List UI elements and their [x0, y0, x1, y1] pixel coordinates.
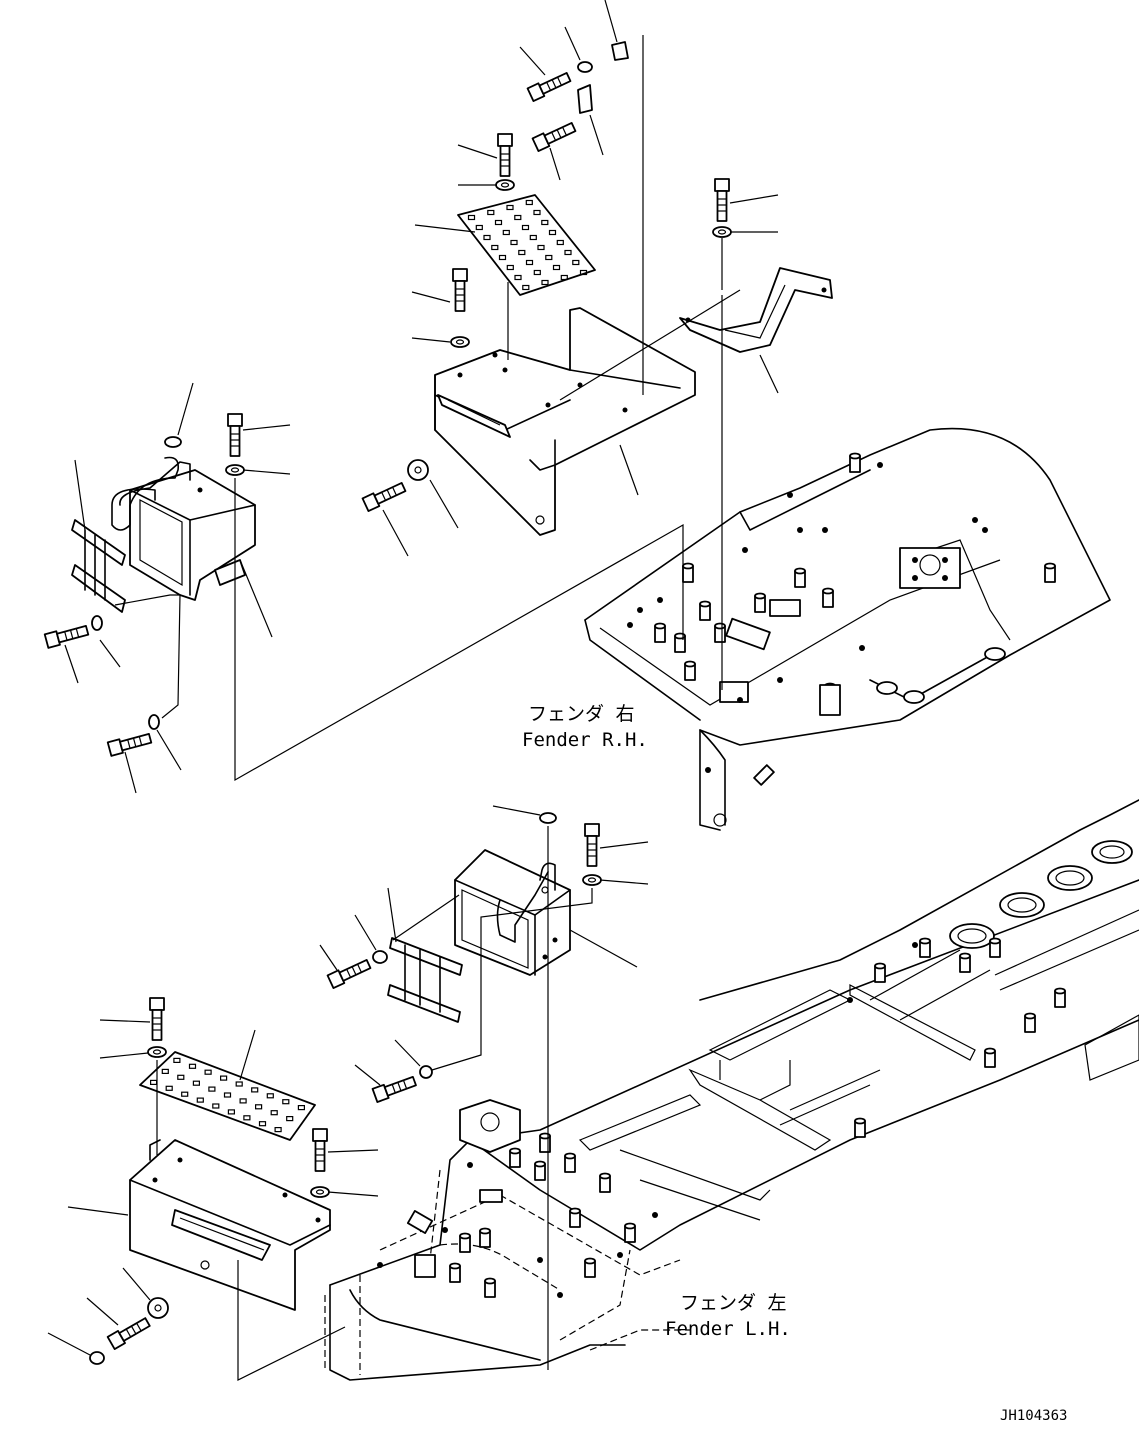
fender-rh-label-jp: フェンダ 右: [528, 703, 634, 725]
fender-lh-label-jp: フェンダ 左: [680, 1292, 786, 1314]
plate-perforation: [552, 264, 561, 271]
plate-perforation: [521, 224, 530, 231]
plate-perforation: [467, 214, 476, 221]
plate-perforation: [223, 1092, 232, 1098]
plate-perforation: [243, 1115, 251, 1121]
rh-leader-lines: [64, 0, 779, 794]
step-plate-rh: [457, 194, 596, 296]
plate-perforation: [173, 1057, 181, 1064]
handrail-box-rh: [111, 456, 256, 601]
plate-perforation: [491, 244, 499, 251]
plate-perforation: [545, 254, 553, 261]
plate-perforation: [266, 1093, 274, 1099]
plate-perforation: [475, 224, 483, 231]
step-bracket-lh: [387, 937, 463, 1023]
plate-perforation: [541, 219, 549, 226]
plate-perforation: [572, 259, 580, 266]
fender-rh-frame: [584, 427, 1111, 831]
plate-perforation: [192, 1080, 200, 1086]
plate-perforation: [525, 199, 533, 206]
plate-perforation: [487, 209, 495, 216]
fender-rh-label-en: Fender R.H.: [522, 729, 648, 751]
lh-leader-lines: [47, 805, 649, 1381]
plate-perforation: [286, 1115, 294, 1122]
plate-perforation: [494, 219, 503, 226]
plate-perforation: [161, 1068, 169, 1075]
plate-perforation: [235, 1081, 243, 1087]
fender-lh-label-en: Fender L.H.: [665, 1318, 791, 1340]
plate-perforation: [518, 249, 526, 256]
plate-perforation: [220, 1075, 228, 1081]
plate-perforation: [239, 1098, 247, 1104]
drawing-code: JH104363: [1000, 1408, 1067, 1424]
plate-perforation: [177, 1074, 185, 1080]
plate-perforation: [165, 1085, 173, 1091]
plate-perforation: [258, 1121, 267, 1127]
bracket-rh: [679, 267, 833, 353]
plate-perforation: [529, 234, 537, 241]
plate-perforation: [274, 1126, 282, 1133]
plate-perforation: [525, 259, 534, 266]
plate-perforation: [212, 1103, 220, 1109]
plate-perforation: [181, 1091, 189, 1097]
plate-perforation: [204, 1069, 212, 1075]
plate-perforation: [502, 229, 510, 236]
plate-perforation: [498, 254, 507, 261]
plate-perforation: [483, 234, 491, 241]
plate-perforation: [208, 1086, 216, 1092]
plate-perforation: [282, 1099, 290, 1105]
fender-lh-frame: [324, 799, 1139, 1381]
plate-perforation: [270, 1110, 278, 1116]
plate-perforation: [227, 1109, 235, 1115]
plate-perforation: [514, 274, 522, 281]
plate-perforation: [514, 214, 522, 221]
step-plate-lh: [139, 1051, 316, 1141]
plate-perforation: [196, 1097, 204, 1103]
plate-perforation: [579, 269, 588, 276]
plate-perforation: [251, 1087, 259, 1093]
plate-perforation: [548, 229, 557, 236]
plate-perforation: [506, 264, 514, 271]
rh-small-parts: [43, 41, 732, 757]
step-box-rh: [434, 307, 696, 536]
plate-perforation: [556, 239, 564, 246]
plate-perforation: [255, 1104, 263, 1110]
step-bracket-rh-left: [71, 519, 126, 613]
plate-perforation: [541, 279, 549, 286]
plate-perforation: [522, 284, 530, 291]
lh-small-parts: [89, 812, 602, 1365]
plate-perforation: [188, 1063, 197, 1069]
plate-perforation: [533, 269, 541, 276]
plate-perforation: [560, 274, 568, 281]
plate-perforation: [510, 239, 518, 246]
plate-perforation: [537, 244, 545, 251]
plate-perforation: [506, 204, 514, 211]
plate-perforation: [564, 249, 572, 256]
step-box-lh: [129, 1139, 331, 1311]
plate-perforation: [297, 1104, 305, 1111]
plate-perforation: [533, 209, 541, 216]
